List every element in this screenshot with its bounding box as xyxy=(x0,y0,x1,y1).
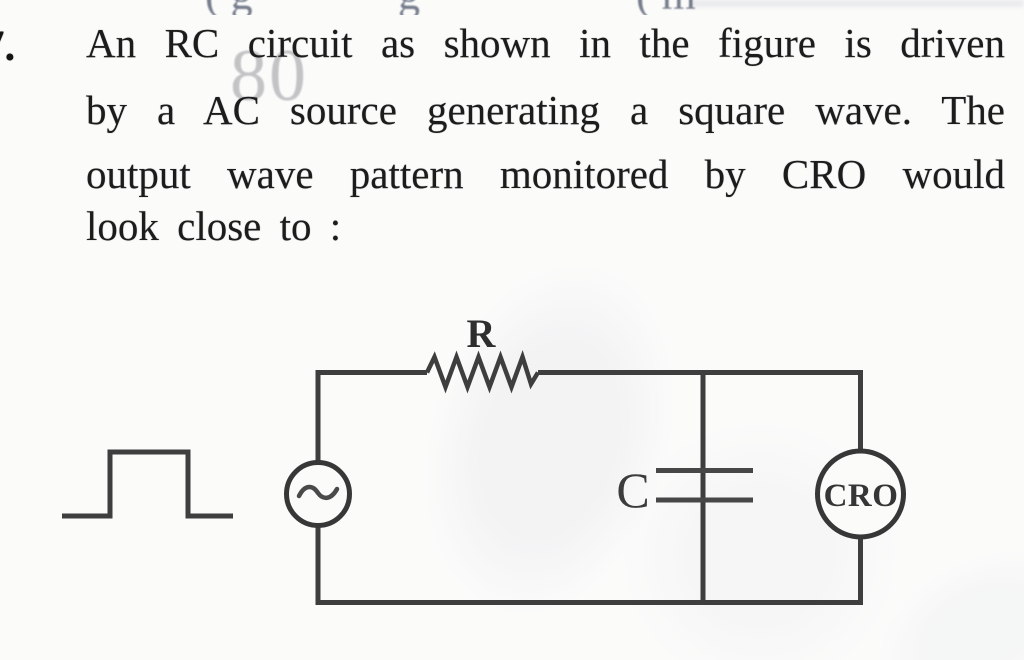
scan-smear xyxy=(690,0,1024,7)
watermark-80: 80 xyxy=(230,35,308,117)
wire-top-left xyxy=(315,370,427,464)
text-fragment: ( m xyxy=(636,0,696,15)
square-wave-symbol xyxy=(62,449,233,519)
text-fragment: ( g xyxy=(205,0,253,15)
ac-tilde-icon xyxy=(296,484,340,500)
cro-label: CRO xyxy=(824,478,899,514)
capacitor-label: C xyxy=(616,462,649,518)
resistor-zigzag xyxy=(424,350,540,394)
resistor-label: R xyxy=(467,311,497,356)
text-fragment: g xyxy=(398,0,420,15)
question-text-line: look close to : xyxy=(86,203,342,249)
question-text-line: output wave pattern monitored by CRO wou… xyxy=(86,151,1005,197)
question-text-line: by a AC source generating a square wave.… xyxy=(86,87,1005,133)
cut-off-previous-line: ( g g ( m xyxy=(0,0,1024,15)
wire-bottom xyxy=(315,525,863,605)
wire-top-right xyxy=(538,370,863,452)
question-number: 7. xyxy=(0,23,16,70)
question-text-line: An RC circuit as shown in the figure is … xyxy=(86,20,1005,66)
